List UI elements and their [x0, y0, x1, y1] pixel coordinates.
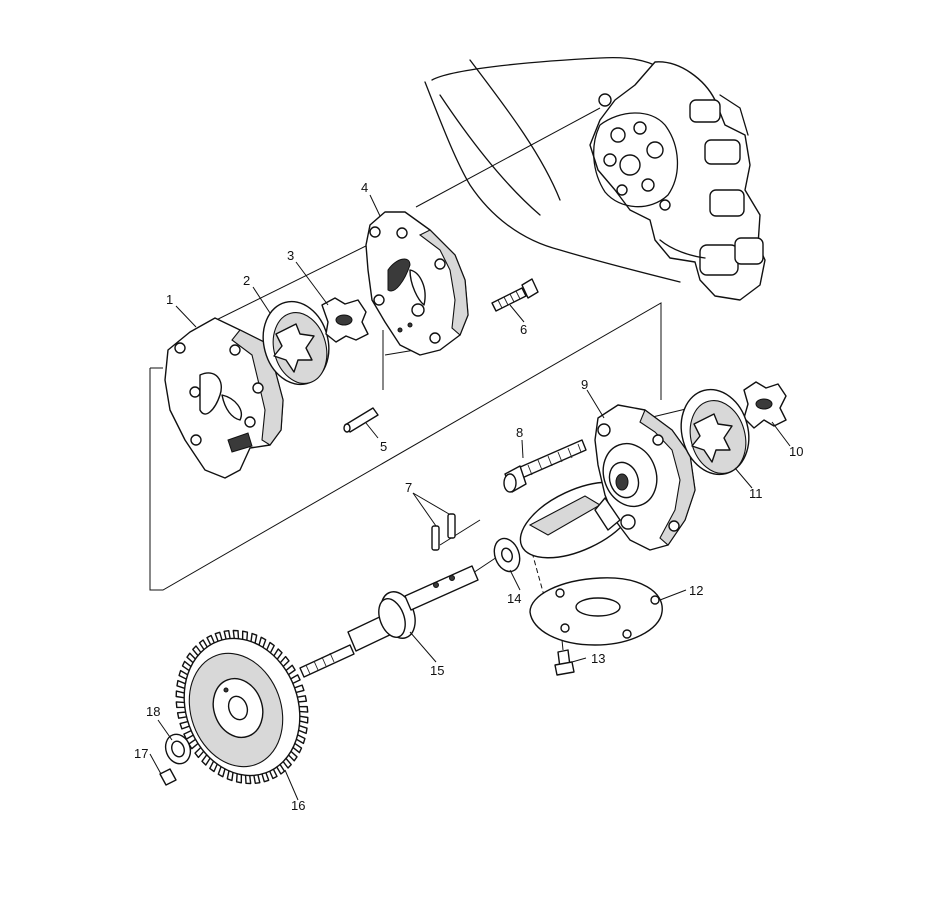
callout-12: 12	[689, 583, 703, 598]
callout-10: 10	[789, 444, 803, 459]
lock-washer-18	[164, 733, 192, 765]
callout-3: 3	[287, 248, 294, 263]
leader-lines	[149, 194, 791, 801]
pump-body-plate	[365, 211, 469, 356]
inner-rotor-right	[743, 381, 787, 429]
outer-rotor	[262, 300, 330, 386]
drive-shaft	[299, 565, 479, 678]
callout-8: 8	[516, 425, 523, 440]
callout-16: 16	[291, 798, 305, 813]
screw-13	[554, 649, 575, 676]
drive-gear	[175, 629, 309, 785]
callout-11: 11	[749, 486, 763, 501]
bolt-8	[503, 439, 587, 493]
pins-7	[431, 513, 456, 551]
callout-4: 4	[361, 180, 368, 195]
callout-9: 9	[581, 377, 588, 392]
callout-1: 1	[166, 292, 173, 307]
callout-14: 14	[507, 591, 521, 606]
callout-17: 17	[134, 746, 148, 761]
callout-5: 5	[380, 439, 387, 454]
oil-pump-housing	[519, 404, 696, 559]
strainer-cover	[529, 577, 663, 646]
dowel-pin	[343, 407, 379, 433]
washer-14	[493, 537, 521, 573]
nut-17	[159, 768, 177, 786]
callout-18: 18	[146, 704, 160, 719]
callout-13: 13	[591, 651, 605, 666]
inner-rotor	[321, 297, 369, 343]
bolt-6	[491, 278, 539, 312]
engine-housing	[424, 57, 766, 301]
callout-2: 2	[243, 273, 250, 288]
callout-7: 7	[405, 480, 412, 495]
callout-labels: 1 2 3 4 5 6 7 8 9 10 11 12 13 14 15 16 1…	[134, 180, 803, 813]
callout-15: 15	[430, 663, 444, 678]
outer-rotor-right	[680, 388, 750, 476]
callout-6: 6	[520, 322, 527, 337]
